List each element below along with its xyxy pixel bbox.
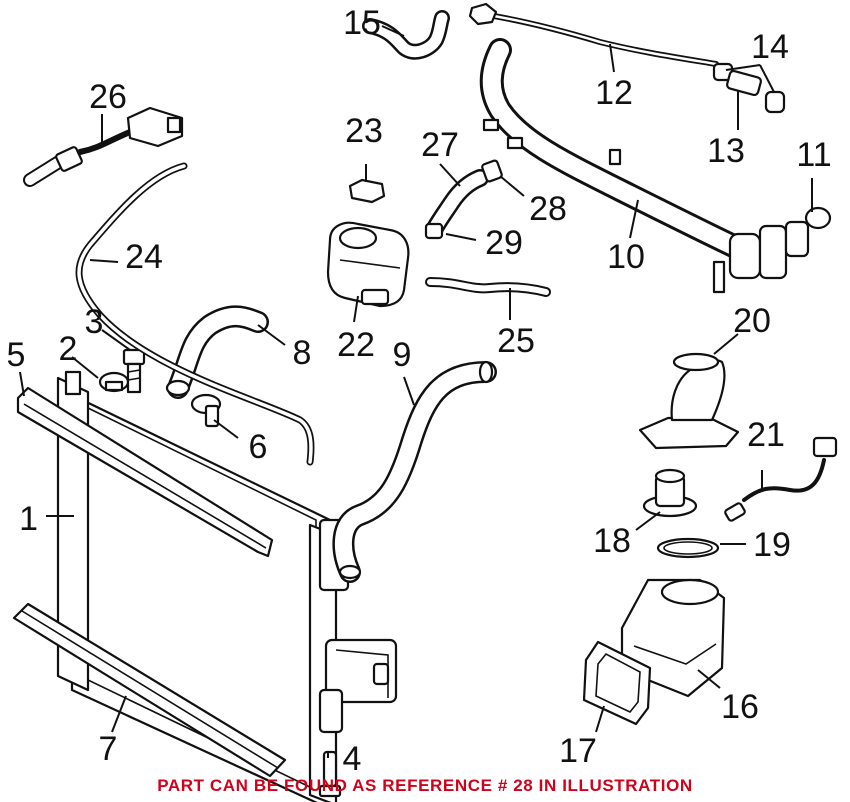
radiator-cap xyxy=(98,371,130,393)
callout-3: 3 xyxy=(85,303,104,341)
thermostat-o-ring xyxy=(656,537,720,559)
callout-21: 21 xyxy=(747,416,785,454)
drain-plug xyxy=(318,750,342,798)
callout-17: 17 xyxy=(559,732,597,770)
coolant-temperature-sensor xyxy=(724,436,838,522)
upper-radiator-hose xyxy=(165,305,269,399)
callout-9: 9 xyxy=(393,336,412,374)
mounting-bolt xyxy=(122,348,146,394)
callout-6: 6 xyxy=(249,428,268,466)
bypass-hose xyxy=(425,169,489,239)
pipe-cap xyxy=(764,90,786,114)
callout-24: 24 xyxy=(125,238,163,276)
callout-2: 2 xyxy=(59,330,78,368)
callout-1: 1 xyxy=(19,500,38,538)
thermostat-gasket xyxy=(582,640,652,726)
reference-note: PART CAN BE FOUND AS REFERENCE # 28 IN I… xyxy=(157,776,693,795)
callout-8: 8 xyxy=(293,334,312,372)
expansion-tank-cap xyxy=(348,178,386,204)
callout-18: 18 xyxy=(593,522,631,560)
callout-7: 7 xyxy=(99,730,118,768)
callout-10: 10 xyxy=(607,238,645,276)
callout-4: 4 xyxy=(343,740,362,778)
hose-clamp xyxy=(481,159,503,183)
lower-air-deflector xyxy=(12,602,287,778)
leader-lines xyxy=(19,25,813,758)
callout-13: 13 xyxy=(707,132,745,170)
callout-23: 23 xyxy=(345,112,383,150)
hose-clamp-small xyxy=(424,222,444,240)
callout-14: 14 xyxy=(751,28,789,66)
callout-29: 29 xyxy=(485,224,523,262)
pipe-seal xyxy=(712,62,762,97)
callout-25: 25 xyxy=(497,322,535,360)
callout-26: 26 xyxy=(89,78,127,116)
callout-16: 16 xyxy=(721,688,759,726)
tank-return-hose xyxy=(425,277,551,297)
coolant-level-sensor xyxy=(23,106,184,187)
coolant-pipe xyxy=(468,2,719,67)
callout-22: 22 xyxy=(337,326,375,364)
water-pipe xyxy=(479,38,754,294)
lower-radiator-hose xyxy=(332,360,497,583)
callout-12: 12 xyxy=(595,74,633,112)
callout-20: 20 xyxy=(733,302,771,340)
thermostat-housing xyxy=(638,352,740,450)
heater-hose xyxy=(362,10,450,60)
overflow-tube xyxy=(75,162,315,466)
callout-19: 19 xyxy=(753,526,791,564)
pipe-flange xyxy=(728,206,832,280)
callout-labels: 1 2 3 4 5 6 7 8 9 10 11 12 13 14 15 16 1… xyxy=(7,4,832,778)
callout-15: 15 xyxy=(343,4,381,42)
callout-27: 27 xyxy=(421,126,459,164)
callout-11: 11 xyxy=(796,136,831,174)
expansion-tank xyxy=(326,221,410,308)
upper-air-deflector xyxy=(16,386,274,558)
thermostat xyxy=(642,468,698,518)
callout-28: 28 xyxy=(529,190,567,228)
callout-5: 5 xyxy=(7,336,26,374)
